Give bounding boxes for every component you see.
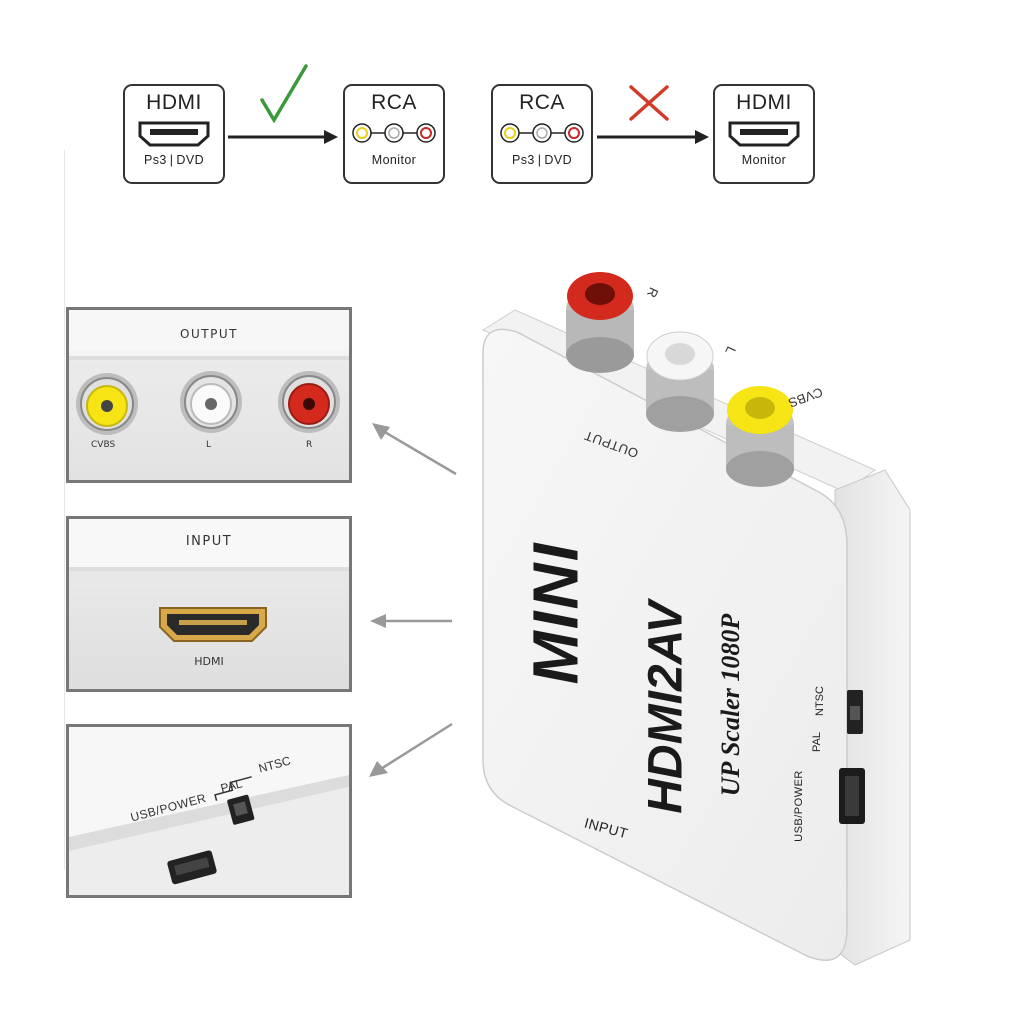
white-jack-icon (646, 331, 714, 432)
card-caption-left: Ps3 (512, 153, 535, 167)
hdmi2av-converter-device (481, 272, 911, 966)
card-caption-right: DVD (544, 153, 572, 167)
hdmi-gold-port-icon (159, 607, 267, 642)
panel-title: OUTPUT (180, 327, 238, 341)
jack-label-l: L (206, 440, 212, 450)
red-jack-icon (566, 272, 634, 373)
jack-label-r: R (306, 440, 313, 450)
side-usb-power-label: USB/POWER (792, 770, 805, 842)
hdmi-port-icon (728, 121, 800, 147)
arrow-right-icon (228, 130, 338, 144)
guide-line (64, 150, 65, 870)
rca-jacks-icon (352, 123, 436, 143)
power-side-closeup (69, 727, 349, 895)
card-title: RCA (371, 91, 417, 114)
panel-title: INPUT (185, 534, 233, 549)
input-detail-panel: INPUT HDMI (66, 516, 352, 692)
white-jack-icon (180, 371, 242, 433)
yellow-jack-icon (76, 373, 138, 435)
rca-jacks-closeup (76, 371, 340, 435)
hdmi-source-card: HDMI Ps3|DVD (123, 84, 225, 184)
hdmi-monitor-card: HDMI Monitor (713, 84, 815, 184)
yellow-jack-icon (726, 386, 794, 487)
rca-monitor-card: RCA Monitor (343, 84, 445, 184)
arrow-right-icon (597, 130, 709, 144)
red-jack-icon (278, 371, 340, 433)
rca-source-card: RCA Ps3|DVD (491, 84, 593, 184)
port-label-hdmi: HDMI (194, 655, 224, 668)
side-pal-label: PAL (810, 732, 823, 752)
pointer-arrow-icon (372, 423, 457, 476)
power-detail-panel: USB/POWER PAL NTSC (66, 724, 352, 898)
check-icon (260, 64, 308, 124)
card-caption-right: DVD (176, 153, 204, 167)
card-title: HDMI (146, 91, 202, 114)
side-ntsc-label: NTSC (813, 686, 826, 716)
card-caption-left: Ps3 (144, 153, 167, 167)
card-title: RCA (519, 91, 565, 114)
brand-mini: MINI (519, 541, 592, 685)
pointer-arrow-icon (370, 614, 452, 628)
card-caption: Monitor (371, 153, 417, 167)
model-subtitle: UP Scaler 1080P (716, 613, 746, 797)
card-title: HDMI (736, 91, 792, 114)
pointer-arrow-icon (369, 722, 453, 777)
hdmi-port-icon (138, 121, 210, 147)
output-detail-panel: OUTPUT CVBS L R (66, 307, 352, 483)
cross-icon (629, 85, 669, 121)
rca-jacks-icon (500, 123, 584, 143)
jack-label-cvbs: CVBS (91, 440, 116, 450)
model-name: HDMI2AV (639, 601, 693, 814)
card-caption: Monitor (741, 153, 787, 167)
